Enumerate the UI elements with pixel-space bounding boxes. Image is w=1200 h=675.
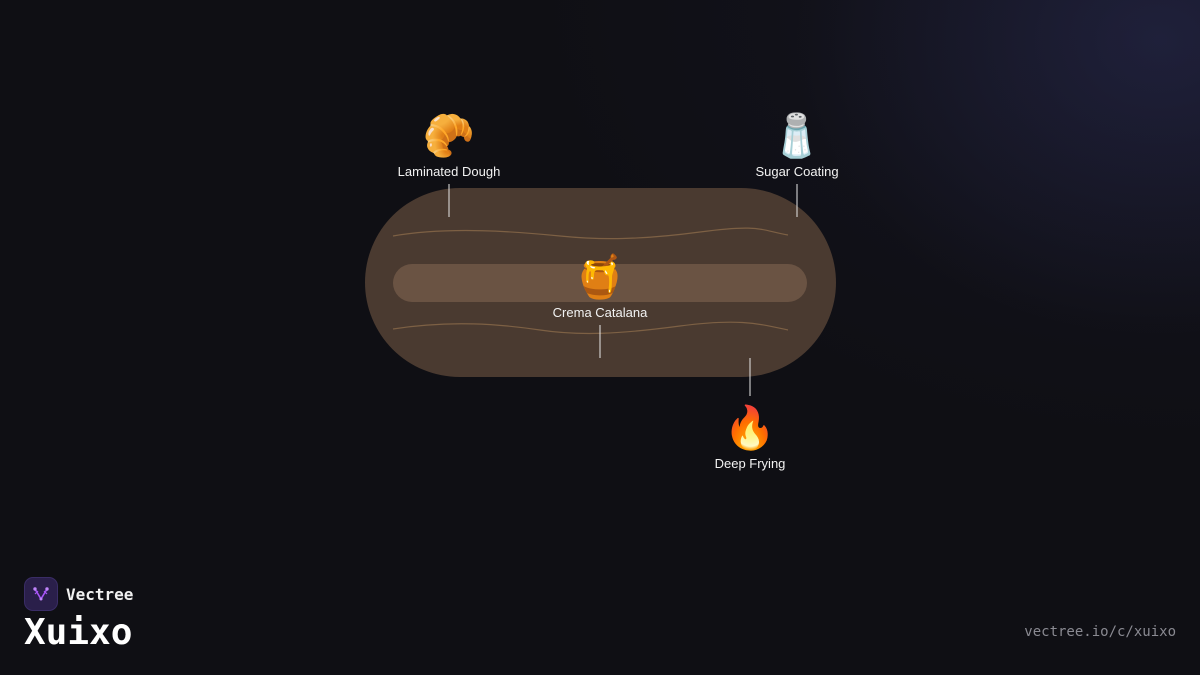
salt-shaker-icon: 🧂	[770, 112, 824, 159]
page-title: Xuixo	[24, 612, 133, 653]
croissant-icon: 🥐	[422, 112, 476, 159]
callout-deep-frying: 🔥 Deep Frying	[690, 404, 810, 472]
callout-crema-catalana: 🍯 Crema Catalana	[530, 253, 670, 321]
callout-sugar-coating: 🧂 Sugar Coating	[737, 112, 857, 180]
callout-label: Sugar Coating	[755, 164, 839, 179]
vectree-logo-icon	[24, 577, 58, 611]
callout-label: Deep Frying	[714, 456, 786, 471]
callout-laminated-dough: 🥐 Laminated Dough	[379, 112, 519, 180]
page-url[interactable]: vectree.io/c/xuixo	[1024, 624, 1176, 640]
brand-name: Vectree	[66, 584, 134, 604]
honey-pot-icon: 🍯	[573, 253, 627, 300]
fire-icon: 🔥	[723, 404, 777, 451]
brand[interactable]: Vectree	[24, 577, 133, 611]
cream-filling	[393, 264, 807, 302]
callout-label: Crema Catalana	[552, 305, 648, 320]
callout-label: Laminated Dough	[397, 164, 501, 179]
